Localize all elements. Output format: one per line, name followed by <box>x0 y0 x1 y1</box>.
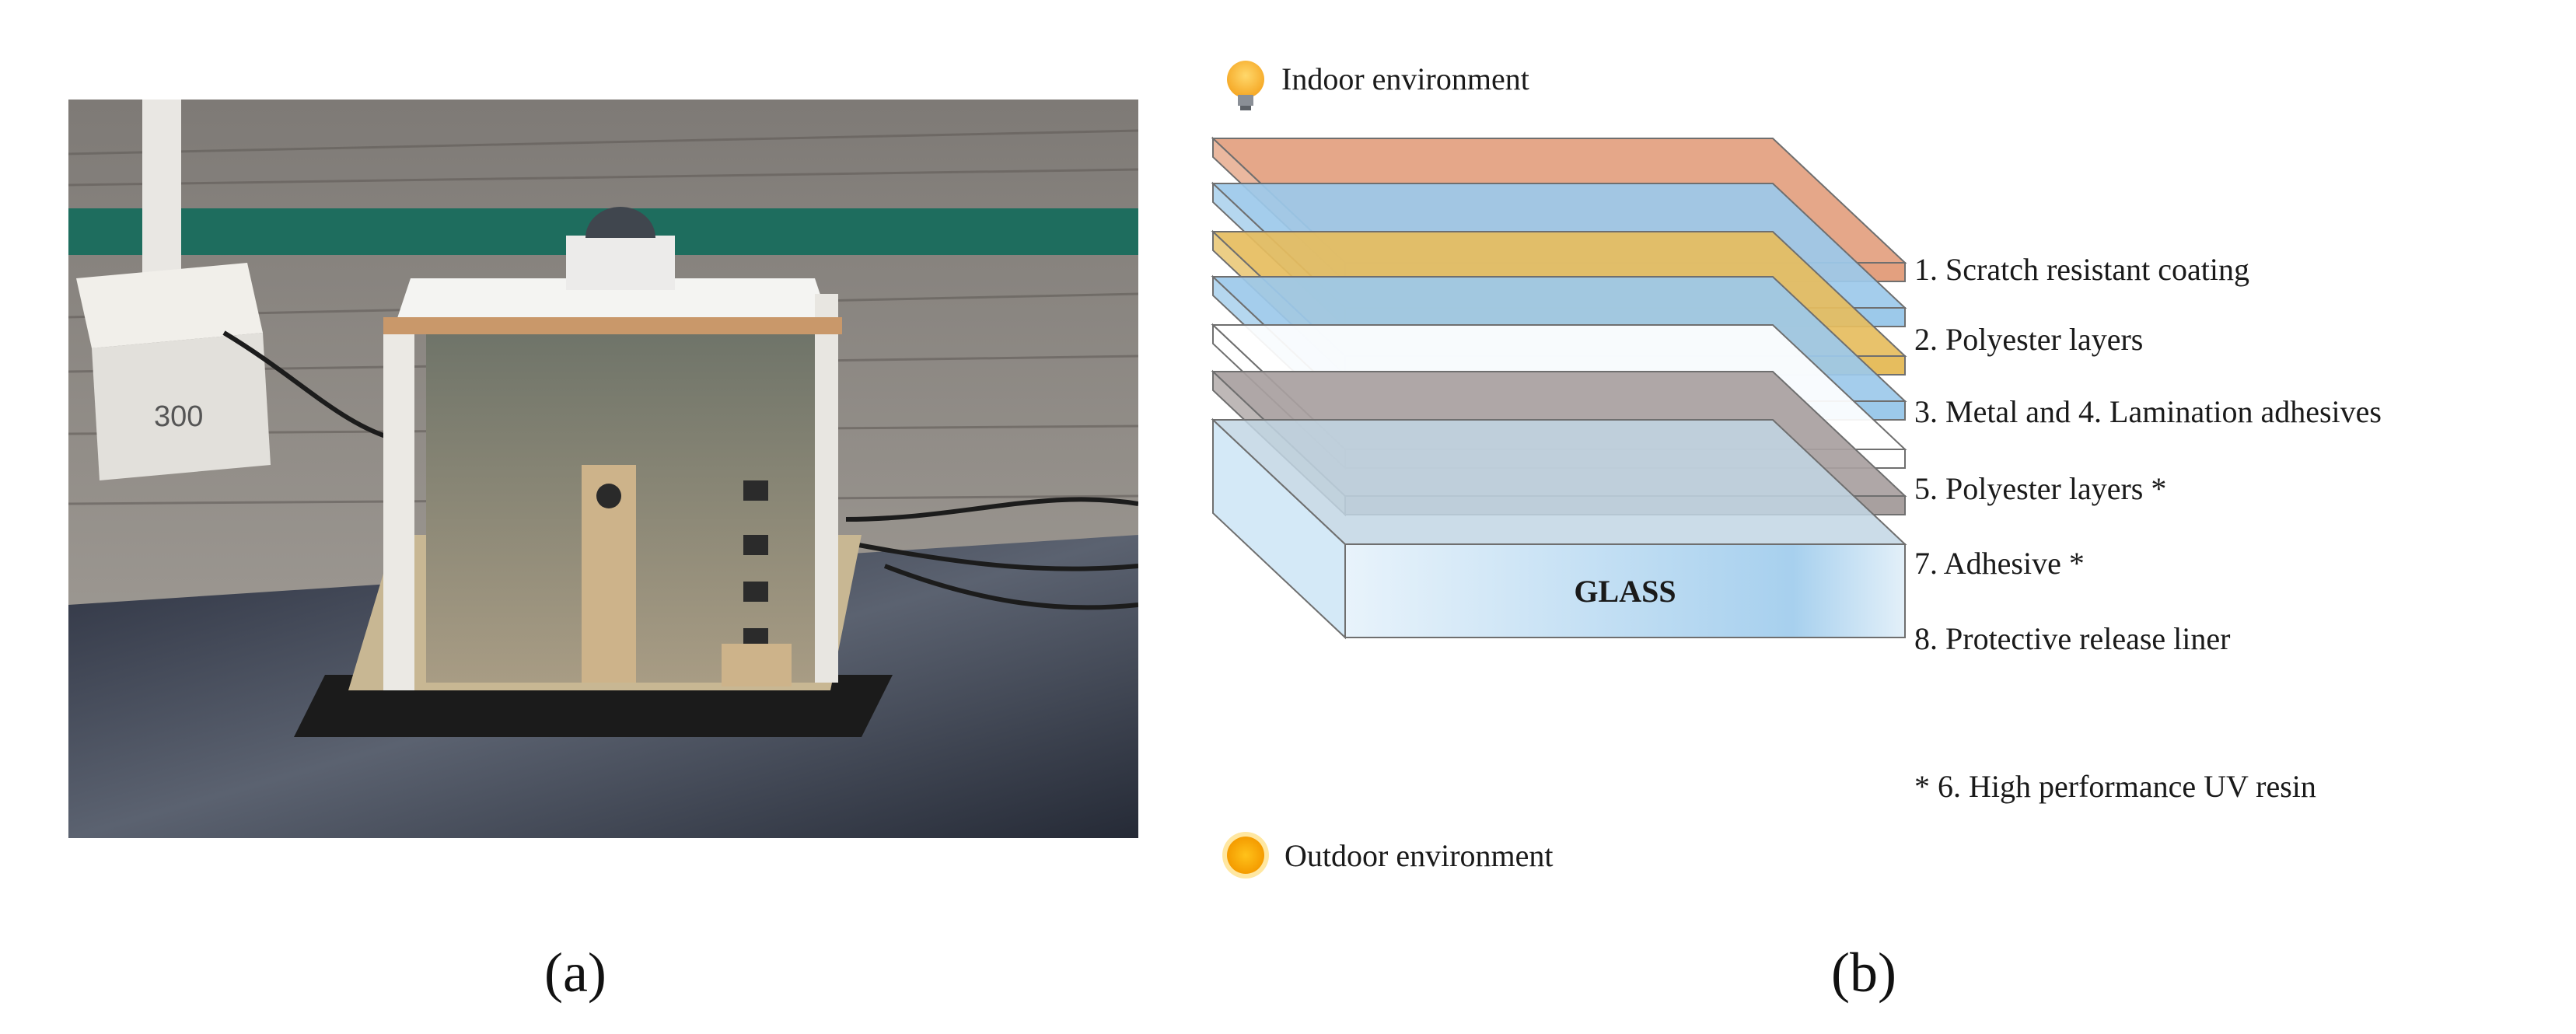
sun-icon <box>1222 832 1269 879</box>
glass-label: GLASS <box>1574 574 1676 609</box>
test-box-right-wall <box>815 294 838 683</box>
sensor-dome <box>585 207 655 238</box>
outdoor-marker: Outdoor environment <box>1222 832 1554 879</box>
test-box-top <box>395 278 830 325</box>
panel-label-a: (a) <box>544 941 606 1004</box>
white-post <box>142 100 181 278</box>
box-label: 300 <box>154 400 203 433</box>
layer-label-poly2: 5. Polyester layers * <box>1914 471 2166 506</box>
outdoor-label: Outdoor environment <box>1285 838 1554 873</box>
cables <box>222 330 1138 610</box>
panel-label-b: (b) <box>1831 941 1896 1004</box>
footnote: * 6. High performance UV resin <box>1914 769 2316 804</box>
layer-label-adhesive: 7. Adhesive * <box>1914 546 2085 581</box>
layer-labels: 1. Scratch resistant coating 2. Polyester… <box>1914 252 2382 656</box>
wood-frame-top <box>383 317 842 334</box>
layer-label-scratch: 1. Scratch resistant coating <box>1914 252 2249 287</box>
sensor-dome-housing <box>566 236 675 290</box>
test-box-left-wall <box>383 317 414 690</box>
light-sensor-1 <box>596 484 621 508</box>
indoor-marker: Indoor environment <box>1227 61 1529 110</box>
light-bulb-icon <box>1227 61 1264 110</box>
cardboard-box: 300 <box>76 263 271 480</box>
sensor-base-block <box>722 644 792 686</box>
layer-label-poly1: 2. Polyester layers <box>1914 322 2143 357</box>
layer-diagram: Indoor environment GLASS 1. Scratch resi… <box>1211 61 2382 879</box>
layer-label-metal: 3. Metal and 4. Lamination adhesives <box>1914 394 2382 429</box>
indoor-label: Indoor environment <box>1281 61 1529 96</box>
layer-stack <box>1211 136 1907 517</box>
glass-block: GLASS <box>1211 417 1907 640</box>
glass-front <box>1344 543 1906 638</box>
experimental-setup-photo: 300 <box>68 100 1138 838</box>
layer-label-liner: 8. Protective release liner <box>1914 621 2230 656</box>
